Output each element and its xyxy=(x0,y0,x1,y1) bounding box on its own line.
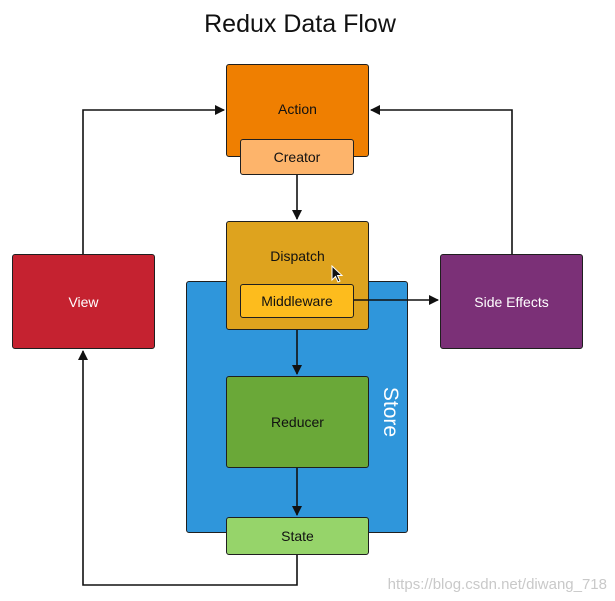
creator-node: Creator xyxy=(240,139,354,175)
mouse-cursor-icon xyxy=(331,265,344,283)
view-node: View xyxy=(12,254,155,349)
side-effects-label: Side Effects xyxy=(474,293,549,310)
state-node: State xyxy=(226,517,369,555)
arrow-view-to-action xyxy=(82,105,225,254)
reducer-label: Reducer xyxy=(271,414,324,430)
watermark: https://blog.csdn.net/diwang_718 xyxy=(387,576,607,593)
side-effects-node: Side Effects xyxy=(440,254,583,349)
action-label: Action xyxy=(278,101,317,117)
state-label: State xyxy=(281,528,314,544)
arrow-side-effects-to-action xyxy=(370,105,513,254)
middleware-label: Middleware xyxy=(261,293,333,309)
creator-label: Creator xyxy=(273,149,321,165)
arrow-state-to-view xyxy=(78,350,298,586)
diagram-title: Redux Data Flow xyxy=(204,10,396,38)
dispatch-label: Dispatch xyxy=(270,248,325,264)
reducer-node: Reducer xyxy=(226,376,369,468)
view-label: View xyxy=(68,293,99,310)
middleware-node: Middleware xyxy=(240,284,354,318)
